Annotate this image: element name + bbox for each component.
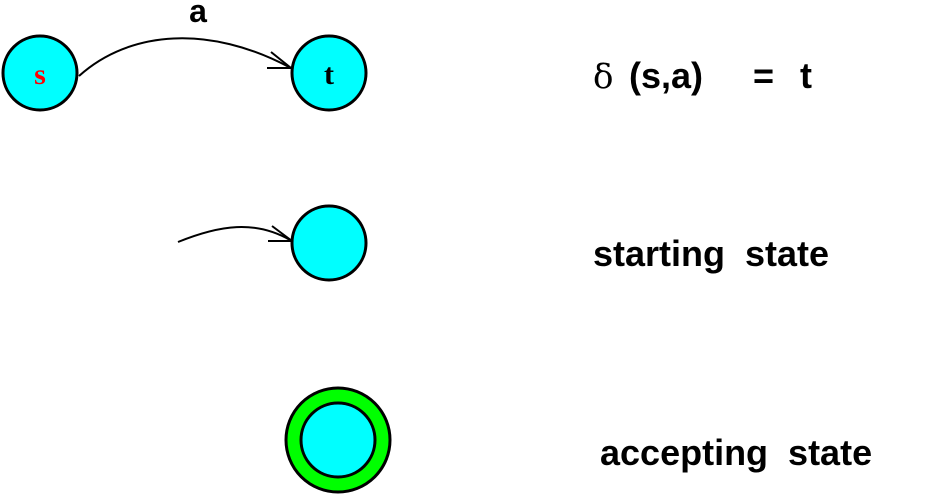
transition-symbol-label: a: [189, 0, 207, 29]
delta-symbol: δ: [593, 57, 613, 97]
transition-arrowhead: [267, 51, 294, 69]
accepting-state-example: [284, 386, 392, 494]
delta-args: (s,a): [629, 55, 703, 96]
state-s: [1, 34, 79, 112]
transition-arrow: [78, 37, 290, 77]
legend: δ (s,a) = t starting state accepting sta…: [593, 55, 872, 473]
state-s-label: s: [34, 58, 46, 91]
state-t-label: t: [324, 58, 334, 91]
transition-example: s t a: [1, 0, 368, 112]
delta-definition: δ (s,a) = t: [593, 55, 812, 97]
start-arrowhead: [268, 225, 295, 242]
starting-state-example: [177, 204, 368, 282]
delta-equals: =: [753, 55, 774, 96]
accepting-state-label: accepting state: [600, 432, 872, 473]
start-arrow: [177, 226, 291, 243]
state-t: [290, 34, 368, 112]
delta-result: t: [800, 55, 812, 96]
starting-state-label: starting state: [593, 233, 829, 274]
accepting-state-inner-circle: [299, 401, 377, 479]
starting-state-circle: [290, 204, 368, 282]
